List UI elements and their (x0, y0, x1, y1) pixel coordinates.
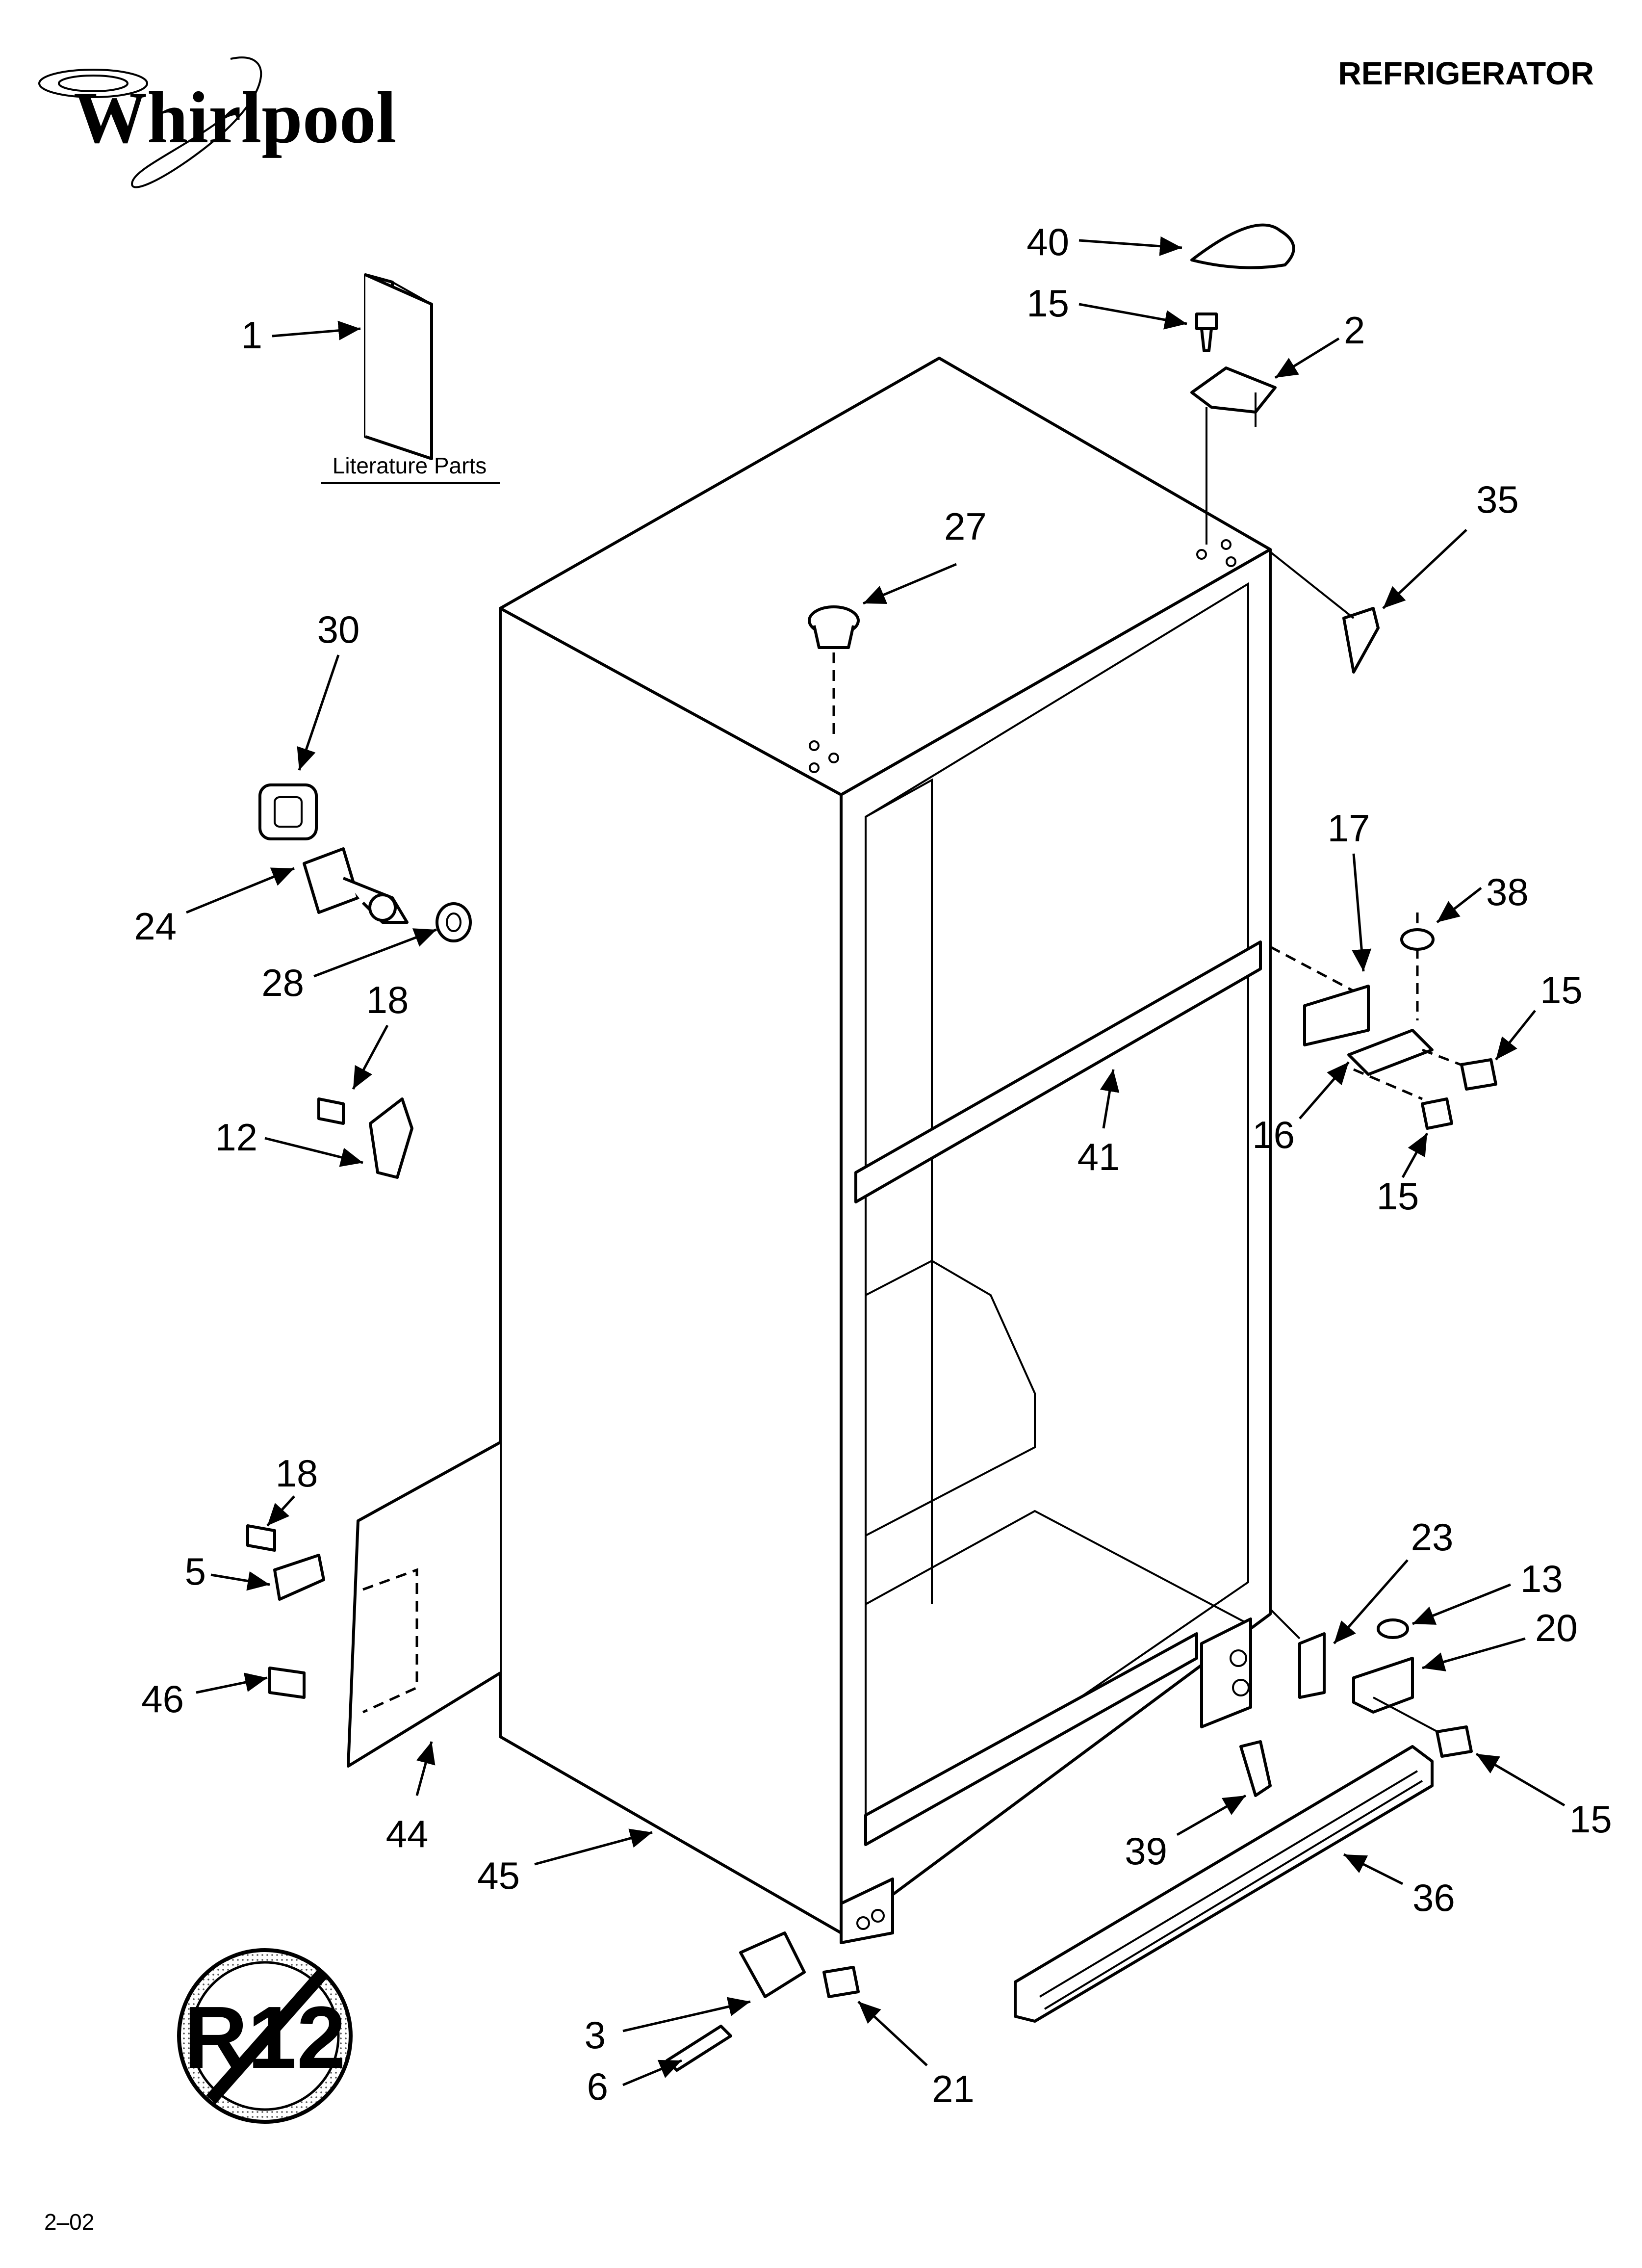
callout-28: 28 (261, 961, 304, 1004)
clip-part (317, 1097, 413, 1179)
no-r12-stamp: R12 (177, 1948, 353, 2124)
callout-40: 40 (1026, 220, 1069, 263)
callout-35: 35 (1476, 478, 1519, 521)
grommet-part (258, 783, 318, 840)
callout-24: 24 (134, 905, 177, 948)
callout-20: 20 (1535, 1606, 1578, 1649)
roller-bracket-part (666, 1931, 860, 2072)
callout-38: 38 (1486, 870, 1529, 913)
left-side-bracket (347, 1441, 501, 1768)
callout-45: 45 (477, 1854, 520, 1897)
callout-2: 2 (1344, 309, 1365, 352)
callout-30: 30 (317, 608, 360, 651)
callout-5: 5 (185, 1550, 206, 1593)
callout-44: 44 (386, 1812, 429, 1855)
callout-16: 16 (1252, 1113, 1295, 1156)
callout-36: 36 (1412, 1876, 1455, 1919)
grille-clip-part (1239, 1740, 1272, 1797)
callout-46: 46 (141, 1677, 184, 1721)
refrigerator-cabinet (499, 357, 1272, 1944)
brand-name: Whirlpool (74, 77, 396, 158)
lower-hinge-part (1269, 1608, 1447, 1738)
washer-part (436, 902, 472, 942)
page-title: REFRIGERATOR (1338, 55, 1594, 91)
revision-code: 2–02 (44, 2209, 94, 2235)
bracket-screw (268, 1667, 306, 1699)
callout-pointers (186, 236, 1565, 2086)
hinge-trim-part (1342, 607, 1380, 674)
cover-guide-line (1269, 551, 1355, 619)
callout-27: 27 (944, 505, 987, 548)
callout-39: 39 (1125, 1829, 1167, 1873)
callout-1: 1 (241, 313, 262, 357)
callout-3: 3 (585, 2013, 606, 2057)
callout-labels: 40 15 2 1 35 27 30 24 28 18 12 17 38 15 … (134, 220, 1612, 2111)
callout-41: 41 (1078, 1135, 1120, 1178)
callout-23: 23 (1411, 1515, 1454, 1559)
callout-13: 13 (1520, 1557, 1563, 1600)
center-hinge-part (1269, 912, 1487, 1100)
literature-label: Literature Parts (333, 453, 487, 478)
callout-18-lower: 18 (276, 1452, 318, 1495)
center-screw-lower (1421, 1097, 1453, 1130)
center-washer-part (1400, 928, 1435, 951)
callout-15-top: 15 (1026, 282, 1069, 325)
top-hinge-part (1190, 366, 1277, 545)
lower-hinge-screw (1436, 1725, 1473, 1758)
top-plug-part (808, 605, 860, 741)
callout-12: 12 (215, 1116, 257, 1159)
callout-6: 6 (587, 2065, 608, 2108)
cord-clamp-part (246, 1524, 325, 1601)
callout-15-right: 15 (1540, 968, 1583, 1012)
hinge-screw-top (1195, 313, 1218, 352)
literature-book (364, 273, 433, 460)
callout-18-upper: 18 (366, 978, 409, 1021)
toe-grille-part (1014, 1745, 1434, 2023)
callout-17: 17 (1328, 807, 1370, 850)
shaft-part (303, 847, 409, 924)
callout-15-center: 15 (1377, 1174, 1419, 1218)
hinge-cover-part (1190, 223, 1295, 269)
center-screw-right (1460, 1058, 1497, 1091)
callout-21: 21 (932, 2067, 975, 2111)
callout-15-bottom: 15 (1569, 1798, 1612, 1841)
whirlpool-logo: Whirlpool (38, 56, 396, 188)
